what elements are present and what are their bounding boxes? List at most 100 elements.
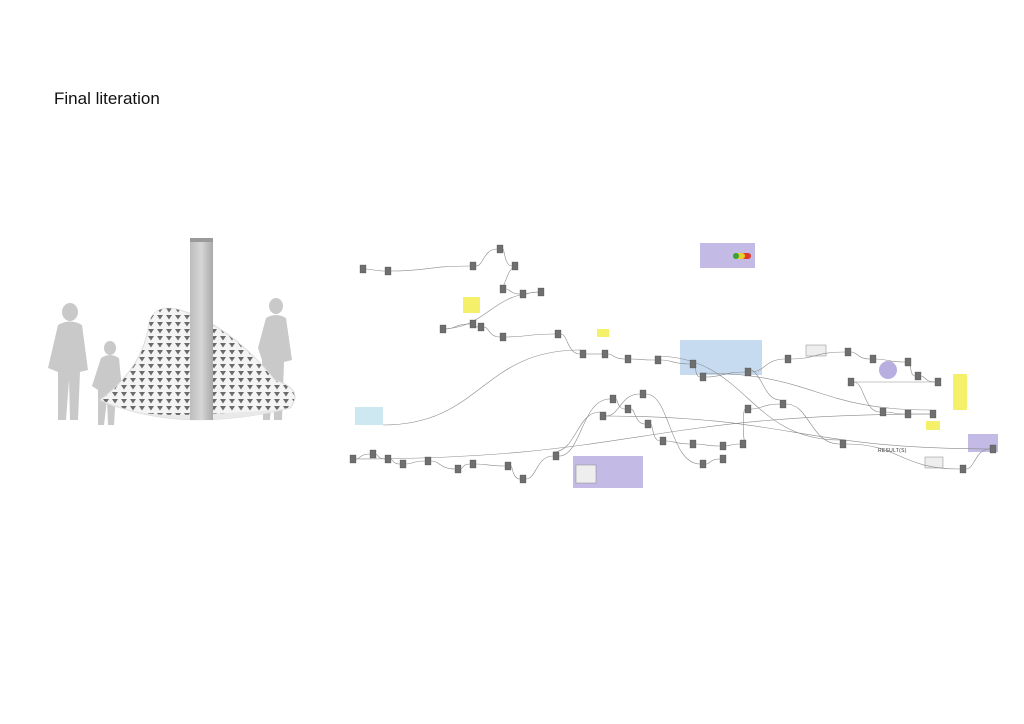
component-node[interactable]: [869, 354, 877, 364]
yellow-panel[interactable]: [463, 297, 480, 313]
component-node[interactable]: [496, 244, 504, 254]
yellow-panel[interactable]: [953, 374, 967, 410]
component-node[interactable]: [609, 394, 617, 404]
component-node[interactable]: [744, 367, 752, 377]
component-node[interactable]: [719, 454, 727, 464]
people-silhouettes: [48, 298, 292, 425]
component-node[interactable]: [844, 347, 852, 357]
wire: [665, 440, 691, 445]
component-node[interactable]: [424, 456, 432, 466]
wire: [853, 381, 881, 413]
wire: [920, 375, 936, 383]
component-node[interactable]: [511, 261, 519, 271]
wire: [439, 291, 545, 330]
preview-panel[interactable]: [575, 464, 597, 484]
component-node[interactable]: [699, 372, 707, 382]
preview-panel[interactable]: [805, 344, 827, 357]
component-node[interactable]: [847, 377, 855, 387]
component-node[interactable]: [454, 464, 462, 474]
component-node[interactable]: [537, 287, 545, 297]
yellow-panel[interactable]: [597, 329, 609, 337]
component-node[interactable]: [959, 464, 967, 474]
component-node[interactable]: [552, 451, 560, 461]
wire: [660, 359, 691, 365]
wire: [445, 323, 471, 330]
results-label: RESULT(S): [878, 448, 907, 454]
wire: [630, 358, 656, 361]
component-node[interactable]: [914, 371, 922, 381]
component-node[interactable]: [469, 261, 477, 271]
preview-panel[interactable]: [924, 456, 944, 469]
component-node[interactable]: [349, 454, 357, 464]
wire: [850, 351, 871, 360]
component-node[interactable]: [519, 289, 527, 299]
component-node[interactable]: [504, 461, 512, 471]
component-node[interactable]: [399, 459, 407, 469]
component-node[interactable]: [477, 322, 485, 332]
wire: [405, 460, 426, 465]
wire: [460, 463, 471, 470]
wire: [875, 358, 906, 363]
wire: [375, 453, 386, 460]
component-node[interactable]: [779, 399, 787, 409]
component-node[interactable]: [624, 404, 632, 414]
component-node[interactable]: [839, 439, 847, 449]
node-group: [879, 361, 897, 379]
wire: [510, 465, 521, 480]
component-node[interactable]: [739, 439, 747, 449]
component-node[interactable]: [469, 319, 477, 329]
component-node[interactable]: [624, 354, 632, 364]
component-node[interactable]: [689, 359, 697, 369]
wire: [599, 415, 997, 450]
wire: [349, 413, 937, 460]
component-node[interactable]: [719, 441, 727, 451]
gradient-icon[interactable]: [733, 253, 739, 259]
component-node[interactable]: [659, 436, 667, 446]
component-node[interactable]: [654, 355, 662, 365]
wire: [355, 453, 371, 460]
component-node[interactable]: [929, 409, 937, 419]
component-node[interactable]: [579, 349, 587, 359]
component-node[interactable]: [439, 324, 447, 334]
component-node[interactable]: [699, 459, 707, 469]
page-title: Final literation: [54, 89, 160, 108]
yellow-panel[interactable]: [926, 421, 940, 430]
wire: [654, 355, 841, 441]
component-node[interactable]: [689, 439, 697, 449]
wire: [705, 458, 721, 465]
component-node[interactable]: [359, 264, 367, 274]
component-node[interactable]: [499, 284, 507, 294]
component-node[interactable]: [879, 407, 887, 417]
component-node[interactable]: [601, 349, 609, 359]
wire: [365, 268, 386, 272]
wire: [382, 349, 581, 426]
component-node[interactable]: [469, 459, 477, 469]
component-node[interactable]: [904, 357, 912, 367]
node-group: [355, 407, 383, 425]
component-node[interactable]: [519, 474, 527, 484]
wire: [558, 398, 611, 457]
column: [190, 238, 213, 420]
component-node[interactable]: [744, 404, 752, 414]
component-node[interactable]: [599, 411, 607, 421]
component-node[interactable]: [934, 377, 942, 387]
component-node[interactable]: [784, 354, 792, 364]
component-node[interactable]: [644, 419, 652, 429]
wire: [750, 403, 781, 410]
component-node[interactable]: [904, 409, 912, 419]
grasshopper-definition[interactable]: [330, 230, 1010, 500]
component-node[interactable]: [384, 454, 392, 464]
pavilion-render: [48, 238, 296, 425]
component-node[interactable]: [639, 389, 647, 399]
wire: [502, 248, 513, 267]
component-node[interactable]: [384, 266, 392, 276]
component-node[interactable]: [554, 329, 562, 339]
component-node[interactable]: [499, 332, 507, 342]
wire: [615, 398, 626, 410]
component-node[interactable]: [989, 444, 997, 454]
wire: [483, 326, 501, 338]
wire: [560, 333, 581, 355]
wire: [430, 460, 456, 470]
component-node[interactable]: [369, 449, 377, 459]
wire: [785, 403, 841, 445]
